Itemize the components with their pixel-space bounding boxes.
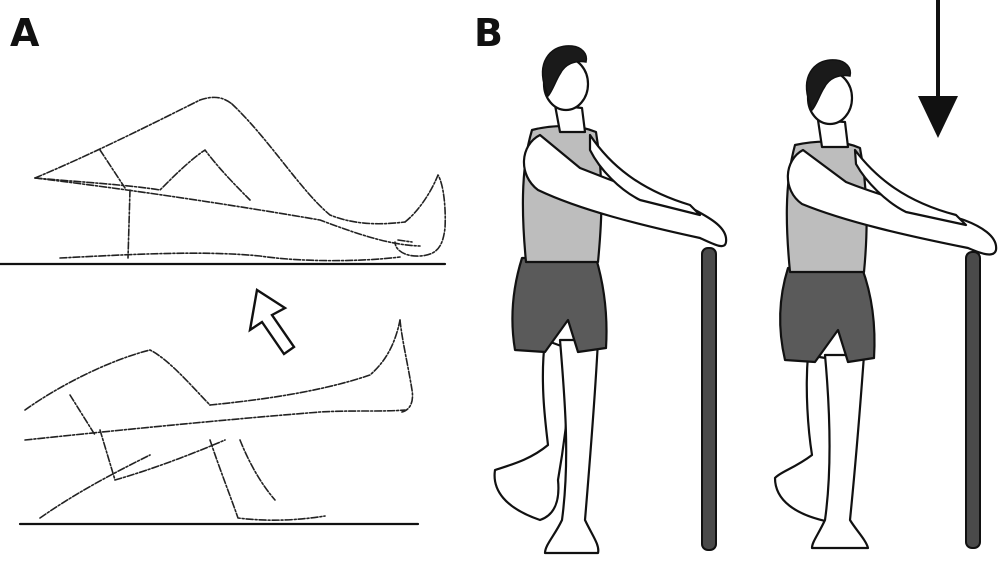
standing-figure-2 — [773, 59, 998, 550]
back-line — [39, 454, 151, 519]
hair-1 — [541, 45, 588, 98]
foot-bottom — [399, 319, 414, 413]
lying-bent-knee-figure — [0, 96, 447, 266]
thigh-top — [34, 96, 233, 179]
standing-figure-1 — [493, 45, 728, 555]
thigh-shorts — [99, 429, 226, 481]
toe-line — [397, 239, 413, 243]
panel-a — [0, 96, 447, 526]
front-leg-2 — [810, 353, 870, 550]
calf-underside — [34, 177, 421, 247]
glute-line — [99, 149, 126, 189]
panel-b-label: B — [474, 11, 503, 55]
back-leg-1 — [493, 338, 574, 522]
far-arm-1 — [588, 133, 702, 217]
front-leg-1 — [543, 338, 600, 555]
hip-line — [127, 189, 131, 259]
inner-thigh — [34, 149, 251, 201]
thigh-bottom — [24, 349, 211, 411]
hollow-arrow-up-right-icon — [248, 288, 296, 356]
towel-roll — [59, 252, 401, 262]
support-leg — [209, 439, 326, 521]
foot-top — [394, 174, 447, 257]
far-arm-2 — [853, 148, 968, 227]
solid-arrow-down-icon — [918, 0, 958, 138]
shorts-1 — [511, 256, 608, 354]
panel-a-label: A — [10, 11, 40, 55]
panel-b — [493, 0, 998, 555]
shin-top — [231, 103, 406, 225]
raised-leg-top — [209, 319, 401, 406]
support-pole-left — [701, 247, 717, 551]
straight-leg-raise-figure — [18, 319, 420, 526]
shorts-2 — [779, 266, 876, 364]
hip-mark-bottom — [69, 394, 96, 436]
support-shin — [239, 439, 276, 501]
support-pole-right — [965, 251, 981, 549]
hair-2 — [805, 59, 852, 112]
